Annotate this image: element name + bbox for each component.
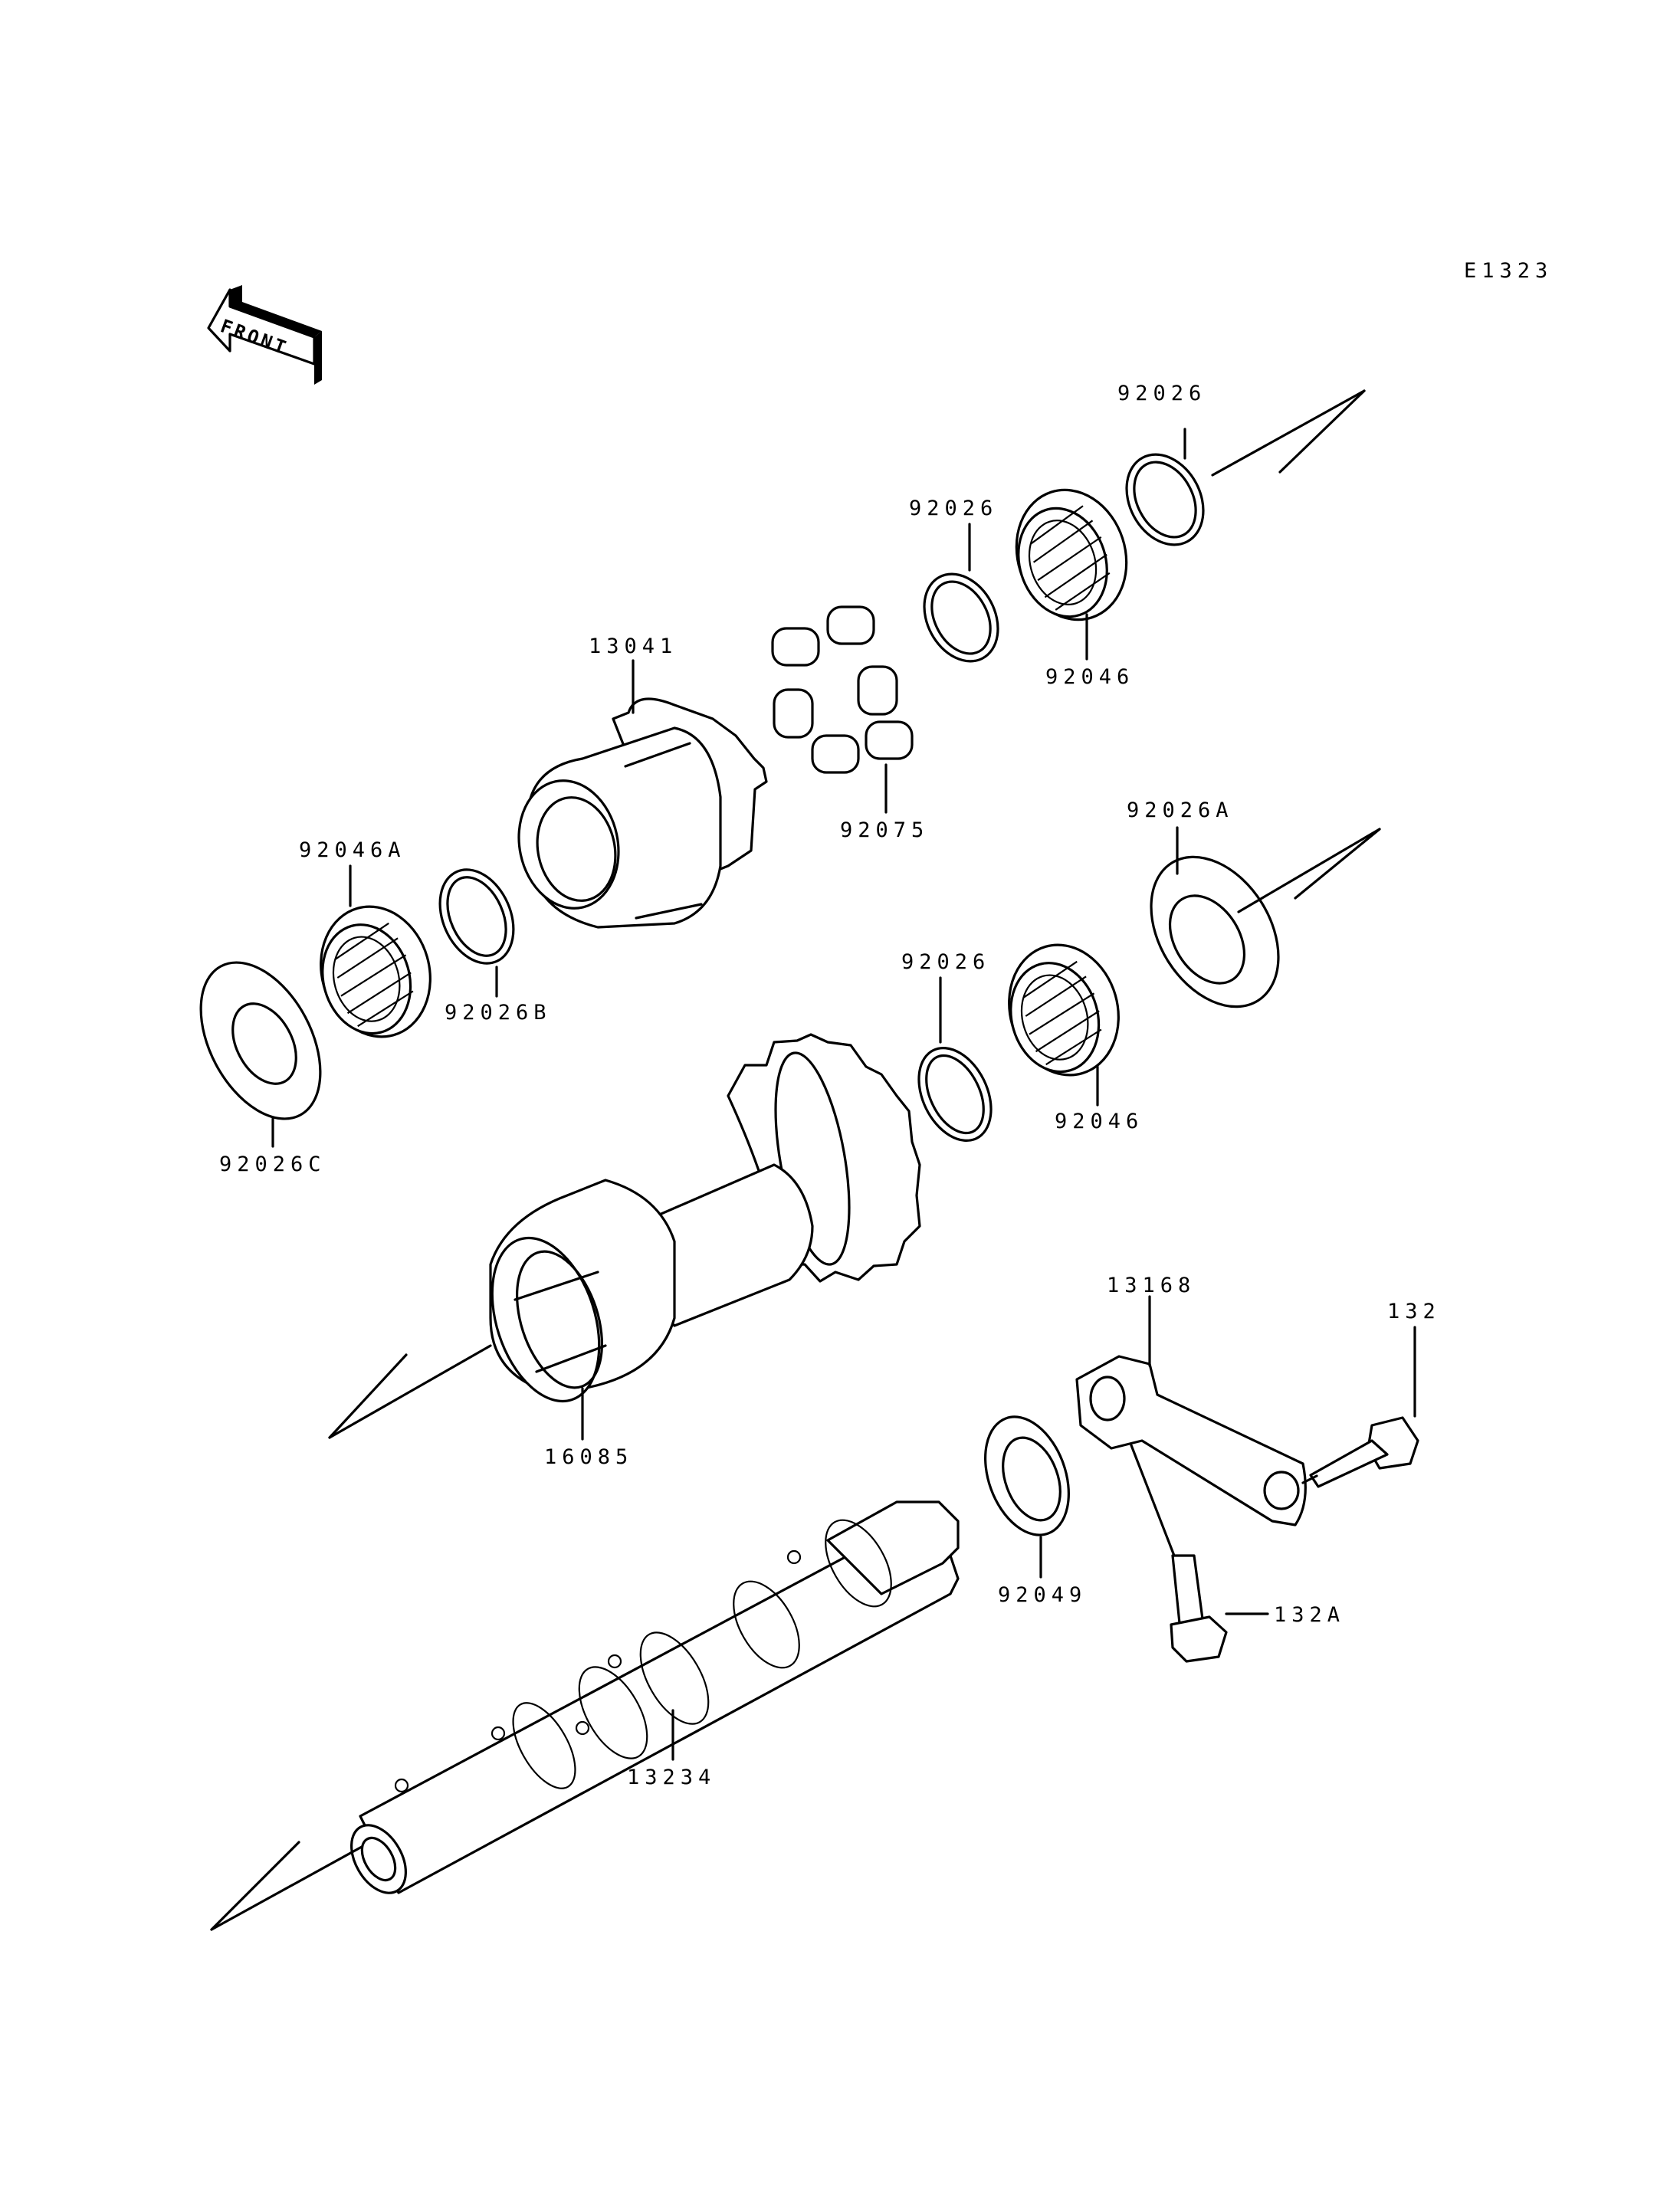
snap-ring-92026-low bbox=[917, 1047, 993, 1142]
shaft-13234 bbox=[350, 1500, 960, 1894]
label-132A: 132A bbox=[1274, 1603, 1345, 1627]
needle-bearing-92046A bbox=[304, 892, 447, 1051]
snap-ring-92026B bbox=[438, 868, 515, 965]
bolt-132 bbox=[1309, 1416, 1419, 1488]
oil-seal-92049 bbox=[984, 1415, 1070, 1536]
gear-16085 bbox=[489, 1033, 921, 1403]
label-92046-top: 92046 bbox=[1045, 665, 1134, 689]
shift-arm-13168 bbox=[1075, 1355, 1307, 1526]
label-16085: 16085 bbox=[544, 1445, 633, 1469]
needle-bearing-92046-top bbox=[999, 474, 1144, 636]
label-13234: 13234 bbox=[627, 1766, 716, 1789]
label-92026-low: 92026 bbox=[901, 950, 990, 974]
label-92026C: 92026C bbox=[219, 1153, 326, 1176]
damper-rubber-92075 bbox=[771, 605, 914, 774]
label-92026A: 92026A bbox=[1127, 798, 1234, 822]
bolt-132A bbox=[1170, 1554, 1228, 1663]
front-arrow-icon: FRONT bbox=[207, 285, 322, 385]
label-92026-top: 92026 bbox=[1117, 382, 1206, 405]
washer-92026C bbox=[199, 961, 322, 1120]
hub-13041 bbox=[517, 697, 768, 929]
snap-ring-92026-top bbox=[1125, 453, 1205, 546]
label-92026-mid: 92026 bbox=[909, 497, 998, 520]
label-92046-low: 92046 bbox=[1055, 1110, 1144, 1133]
label-92026B: 92026B bbox=[445, 1001, 552, 1025]
label-132: 132 bbox=[1387, 1300, 1441, 1323]
needle-bearing-92046-low bbox=[993, 930, 1135, 1090]
label-13168: 13168 bbox=[1107, 1274, 1196, 1297]
snap-ring-92026-mid bbox=[923, 572, 999, 663]
label-92046A: 92046A bbox=[299, 838, 406, 862]
leader-lines bbox=[271, 428, 1416, 1761]
diagram-code: E1323 bbox=[1464, 259, 1553, 283]
label-92049: 92049 bbox=[998, 1583, 1087, 1607]
label-92075: 92075 bbox=[840, 818, 929, 842]
label-13041: 13041 bbox=[589, 635, 678, 658]
washer-92026A bbox=[1150, 855, 1280, 1008]
